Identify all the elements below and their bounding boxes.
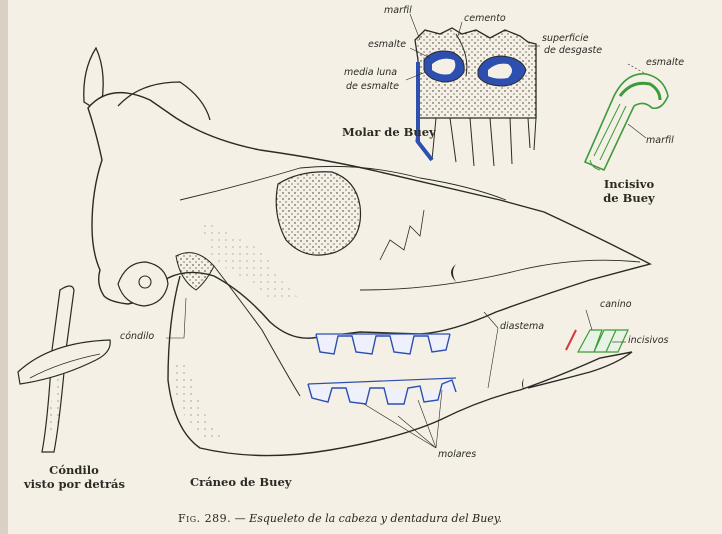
title-craneo: Cráneo de Buey (190, 476, 291, 489)
label-diastema: diastema (500, 322, 544, 332)
jaw-shading (170, 360, 220, 442)
figure-caption: Fig. 289. — Esqueleto de la cabeza y den… (178, 512, 502, 525)
label-media-luna-2: de esmalte (346, 82, 399, 92)
label-media-luna-1: media luna (344, 68, 397, 78)
label-incisivos: incisivos (628, 336, 669, 346)
condyle-detail (18, 286, 110, 452)
caption-figure-number: Fig. 289. (178, 512, 231, 525)
label-cemento: cemento (464, 14, 506, 24)
jaw-canine (566, 330, 576, 350)
title-condilo-1: Cóndilo (24, 464, 124, 477)
title-molar: Molar de Buey (342, 126, 436, 139)
jaw-incisors (566, 330, 628, 352)
label-esmalte-molar: esmalte (368, 40, 406, 50)
incisor-detail (585, 64, 668, 170)
label-marfil-incisivo: marfil (646, 136, 674, 146)
label-molares: molares (438, 450, 476, 460)
lower-molar-row (308, 378, 456, 404)
molar-detail (406, 14, 540, 166)
skull-orbit (276, 172, 360, 255)
upper-molar-row (316, 334, 450, 354)
diastema-leader (484, 312, 498, 388)
label-superficie-1: superficie (542, 34, 589, 44)
title-incisivo-1: Incisivo (594, 178, 664, 191)
label-condilo: cóndilo (120, 332, 154, 342)
caption-text: Esqueleto de la cabeza y dentadura del B… (249, 512, 502, 525)
label-esmalte-incisivo: esmalte (646, 58, 684, 68)
label-superficie-2: de desgaste (544, 46, 602, 56)
title-incisivo-2: de Buey (594, 192, 664, 205)
label-canino: canino (600, 300, 632, 310)
label-marfil-molar: marfil (384, 6, 412, 16)
condilo-leader (166, 298, 186, 338)
skull (84, 48, 650, 456)
title-condilo-2: visto por detrás (24, 478, 124, 491)
caption-dash: — (231, 512, 249, 525)
